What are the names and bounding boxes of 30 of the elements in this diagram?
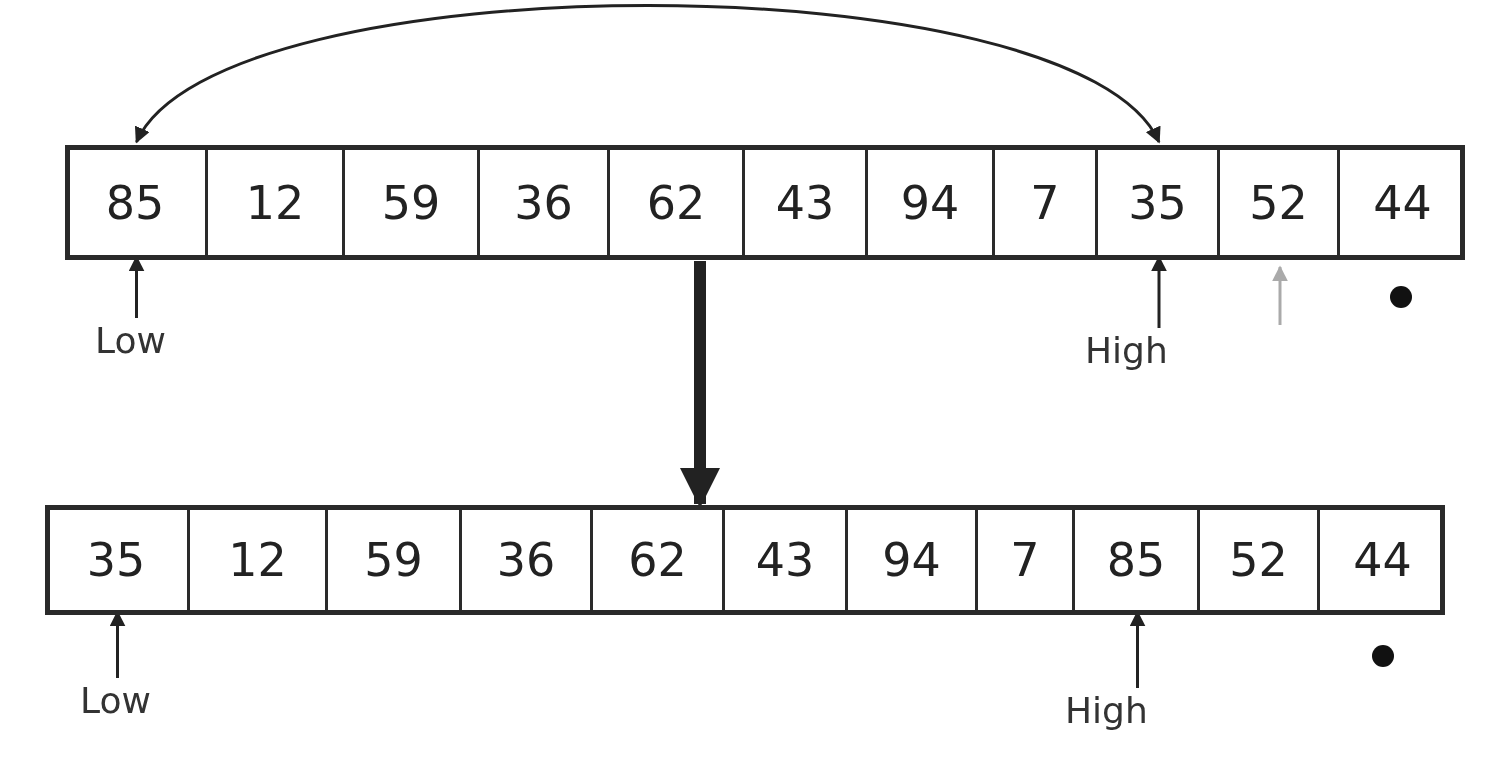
array-cell: 12 [208,150,345,255]
pointer-label: Low [80,680,151,721]
array-cell: 12 [190,510,328,610]
array-cell: 85 [1075,510,1200,610]
array-cell: 85 [65,150,208,255]
array-cell: 59 [345,150,480,255]
pointer-label: High [1085,330,1168,371]
array-cell: 43 [745,150,868,255]
pointer-arrow [1272,265,1288,325]
array-cell: 94 [848,510,978,610]
array-cell: 62 [593,510,725,610]
pointer-label: Low [95,320,166,361]
array-cell: 62 [610,150,745,255]
array-cell: 94 [868,150,995,255]
array-cell: 43 [725,510,848,610]
array-cell: 44 [1340,150,1465,255]
array-cell: 35 [1098,150,1220,255]
array-cell: 59 [328,510,462,610]
array-cell: 7 [995,150,1098,255]
array-cell: 36 [480,150,610,255]
array-cell: 52 [1200,510,1320,610]
dot-marker [1390,286,1412,308]
pointer-label: High [1065,690,1148,731]
array-cell: 44 [1320,510,1445,610]
array-cell: 7 [978,510,1075,610]
dot-marker [1372,645,1394,667]
swap-arrow [135,4,1161,144]
array-cell: 52 [1220,150,1340,255]
array-cell: 36 [462,510,593,610]
array-cell: 35 [45,510,190,610]
